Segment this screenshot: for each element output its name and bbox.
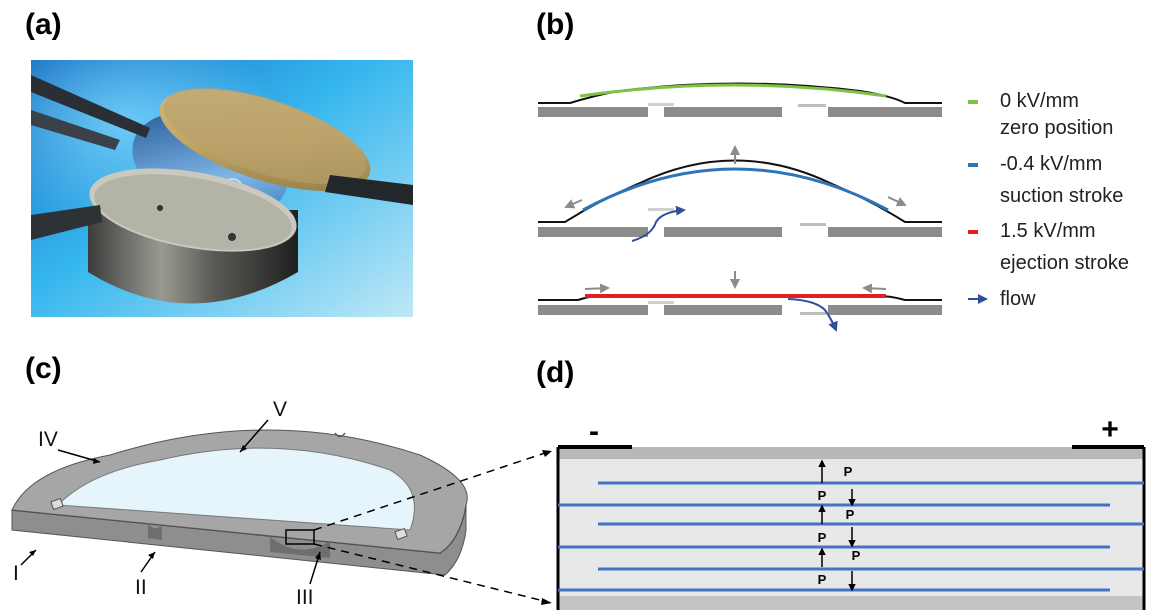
polarization-label: P xyxy=(818,488,827,503)
polarization-arrows: P P P P P P xyxy=(818,459,861,592)
panel-label-c: (c) xyxy=(25,352,62,385)
zoom-box xyxy=(285,529,315,545)
ejection-stroke-row xyxy=(538,271,942,332)
blue-legend-swatch xyxy=(968,163,978,167)
legend-zero-position: zero position xyxy=(1000,117,1114,139)
polarization-label: P xyxy=(818,530,827,545)
legend-zero-voltage: 0 kV/mm xyxy=(1000,90,1079,112)
outflow-arrow-icon xyxy=(787,298,838,332)
green-legend-swatch xyxy=(968,100,978,104)
inflow-arrow-icon xyxy=(631,205,686,242)
polarization-label: P xyxy=(818,572,827,587)
left-arrow-icon xyxy=(564,199,583,209)
green-electrode-line xyxy=(579,83,887,98)
suction-stroke-row xyxy=(538,145,942,242)
label-part-iv: IV xyxy=(38,428,58,451)
right-arrow-icon xyxy=(887,196,907,207)
blue-electrode-line xyxy=(582,167,889,212)
legend-ejection-stroke: ejection stroke xyxy=(1000,252,1129,274)
label-part-iii: III xyxy=(296,586,314,609)
inward-arrow-left-icon xyxy=(584,283,610,294)
label-part-i: I xyxy=(13,562,19,585)
panel-label-b: (b) xyxy=(536,8,575,41)
panel-label-a: (a) xyxy=(25,8,62,41)
electrode-layers xyxy=(558,481,1144,592)
legend-flow: flow xyxy=(1000,288,1036,310)
legend-suction-stroke: suction stroke xyxy=(1000,185,1124,207)
red-legend-swatch xyxy=(968,230,978,234)
legend-ejection-voltage: 1.5 kV/mm xyxy=(1000,220,1096,242)
label-part-v: V xyxy=(273,398,288,421)
zero-position-row xyxy=(538,82,942,117)
polarization-label: P xyxy=(846,507,855,522)
legend-suction-voltage: -0.4 kV/mm xyxy=(1000,153,1103,175)
panel-label-d: (d) xyxy=(536,356,575,389)
label-part-ii: II xyxy=(135,576,147,599)
polarization-label: P xyxy=(844,464,853,479)
polarization-label: P xyxy=(852,548,861,563)
inward-arrow-right-icon xyxy=(862,283,887,294)
plus-sign: + xyxy=(1101,413,1119,446)
minus-sign: - xyxy=(589,415,599,448)
